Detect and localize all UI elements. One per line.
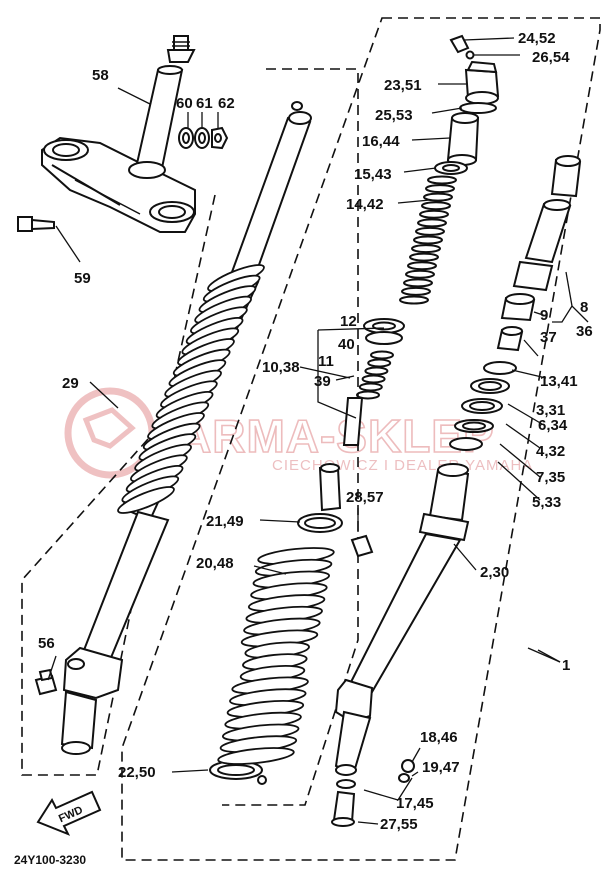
label-16-44: 16,44 (362, 133, 400, 150)
center-boot (217, 547, 335, 765)
pinch-bolt (17, 216, 55, 232)
label-17-45: 17,45 (396, 795, 434, 812)
label-28-57: 28,57 (346, 489, 384, 506)
label-2-30: 2,30 (480, 564, 509, 581)
label-22-50: 22,50 (118, 764, 156, 781)
label-5-33: 5,33 (532, 494, 561, 511)
outer-fork-outline (121, 17, 601, 861)
label-9: 9 (540, 307, 548, 324)
label-14-42: 14,42 (346, 196, 384, 213)
label-58: 58 (92, 67, 109, 84)
label-27-55: 27,55 (380, 816, 418, 833)
label-8: 8 (580, 299, 588, 316)
label-13-41: 13,41 (540, 373, 578, 390)
stem-nuts (178, 126, 229, 150)
label-62: 62 (218, 95, 235, 112)
inner-leg-outline (222, 68, 359, 806)
steering-stem (128, 35, 196, 179)
label-29: 29 (62, 375, 79, 392)
label-12: 12 (340, 313, 357, 330)
label-7-35: 7,35 (536, 469, 565, 486)
right-fork-leg (331, 155, 582, 827)
label-15-43: 15,43 (354, 166, 392, 183)
label-56: 56 (38, 635, 55, 652)
drain-bolt-56 (34, 668, 58, 696)
watermark-brand: ARMA-SKLEP (178, 410, 495, 462)
label-11: 11 (318, 353, 334, 370)
label-3-31: 3,31 (536, 402, 565, 419)
label-25-53: 25,53 (375, 107, 413, 124)
watermark-subtitle: CIECHOWICZ I DEALER YAMAHA (272, 457, 533, 474)
label-40: 40 (338, 336, 355, 353)
label-4-32: 4,32 (536, 443, 565, 460)
label-10-38: 10,38 (262, 359, 300, 376)
watermark-logo-mark (82, 407, 136, 449)
label-24-52: 24,52 (518, 30, 556, 47)
label-18-46: 18,46 (420, 729, 458, 746)
label-60: 60 (176, 95, 193, 112)
fwd-arrow: FWD (36, 790, 102, 836)
label-20-48: 20,48 (196, 555, 234, 572)
label-39: 39 (314, 373, 331, 390)
leader-lines (47, 37, 589, 825)
label-23-51: 23,51 (384, 77, 422, 94)
center-internals (209, 34, 500, 785)
label-1: 1 (562, 657, 570, 674)
label-59: 59 (74, 270, 91, 287)
triple-clamp (41, 136, 196, 233)
label-6-34: 6,34 (538, 417, 568, 434)
label-37: 37 (540, 329, 557, 346)
left-boot (117, 264, 265, 514)
label-26-54: 26,54 (532, 49, 570, 66)
fork-springs (356, 175, 457, 400)
label-61: 61 (196, 95, 213, 112)
label-21-49: 21,49 (206, 513, 244, 530)
label-36: 36 (576, 323, 593, 340)
label-19-47: 19,47 (422, 759, 460, 776)
diagram-code: 24Y100-3230 (14, 853, 86, 867)
callout-labels: 24,52 26,54 23,51 25,53 16,44 15,43 14,4… (38, 30, 593, 833)
